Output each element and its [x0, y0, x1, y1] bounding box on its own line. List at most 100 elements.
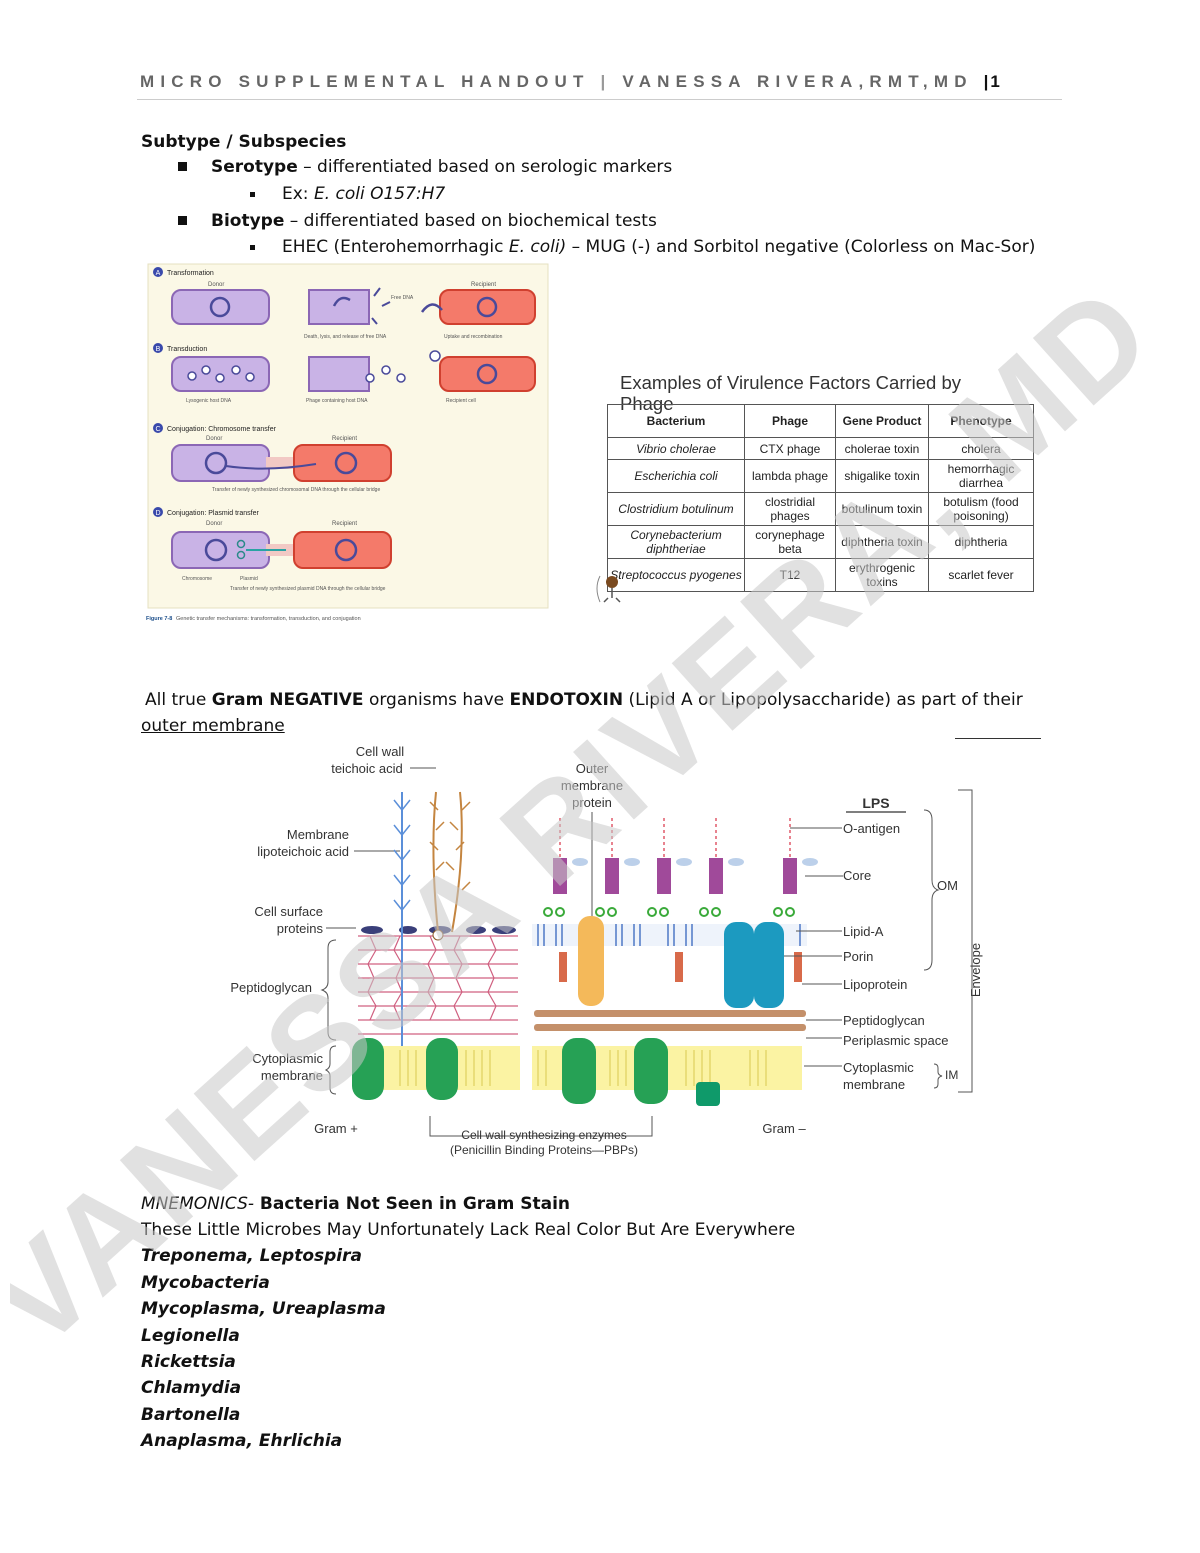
label-envelope: Envelope [968, 943, 983, 997]
header-author: VANESSA RIVERA,RMT,MD [622, 72, 973, 91]
label-gram-negative: Gram – [762, 1121, 806, 1136]
gn-lipid-tails [537, 1050, 767, 1086]
core-sugars [572, 858, 818, 866]
subtype-heading: Subtype / Subspecies [141, 132, 347, 152]
label-periplasmic: Periplasmic space [843, 1033, 949, 1048]
endo-a: All true [145, 690, 212, 710]
donor-chromosome-d [204, 538, 228, 562]
example-prefix: Ex: [282, 184, 314, 204]
endo-c: organisms have [363, 690, 510, 710]
label-cytoplasmic-gp: Cytoplasmic [252, 1051, 323, 1066]
lipid-a-heads [543, 907, 795, 917]
gram-negative-labels: O-antigen Core Lipid-A Porin Lipoprotein… [843, 821, 983, 1092]
phage-tail [603, 588, 621, 603]
list-item: Legionella [141, 1326, 240, 1346]
col-bacterium: Bacterium [607, 404, 745, 438]
recipient-cell-d [293, 531, 392, 569]
label-lipoprotein: Lipoprotein [843, 977, 907, 992]
label-free-dna: Free DNA [391, 295, 414, 301]
released-phages [365, 365, 406, 383]
lysed-cell-b [308, 356, 370, 392]
cell-phenotype: diphtheria [928, 525, 1034, 559]
label-bridge: Transfer of newly synthesized chromosoma… [212, 487, 380, 493]
cell-phenotype: scarlet fever [928, 558, 1034, 592]
chromosome-a [209, 296, 231, 318]
cell-bacterium: Vibrio cholerae [607, 437, 745, 460]
lysed-cell [308, 289, 370, 325]
serotype-def: – differentiated based on serologic mark… [297, 157, 673, 177]
label-lysogenic: Lysogenic host DNA [186, 398, 232, 404]
step-b-badge [153, 343, 163, 353]
bullet [178, 216, 187, 225]
step-b-letter: B [156, 346, 161, 353]
cell-phenotype: botulism (food poisoning) [928, 492, 1034, 526]
header-separator: | [600, 72, 612, 91]
label-membrane-gp: membrane [261, 1068, 323, 1083]
sub-bullet [250, 245, 255, 250]
label-proteins: proteins [277, 921, 324, 936]
col-phage: Phage [744, 404, 836, 438]
cellular-bridge-c [266, 457, 298, 469]
label-lipoteichoic: lipoteichoic acid [257, 844, 349, 859]
lipoteichoic-branches [393, 799, 411, 911]
cell-gene-product: botulinum toxin [835, 492, 929, 526]
caption-figure-number: Figure 7-8 [146, 616, 172, 622]
ehec-text-a: EHEC (Enterohemorrhagic [282, 237, 509, 257]
cell-phage: clostridial phages [744, 492, 836, 526]
endotoxin-outer-membrane: outer membrane [141, 716, 285, 736]
header-page-sep: | [983, 72, 991, 91]
donor-cell-c [171, 444, 270, 482]
plasmid-d2 [236, 550, 246, 560]
col-gene-product: Gene Product [835, 404, 929, 438]
step-c-badge [153, 423, 163, 433]
recipient-cell-a [439, 289, 536, 325]
table-row: Clostridium botulinum clostridial phages… [607, 492, 1034, 526]
cell-wall-figure: Cell wall teichoic acid Membrane lipotei… [230, 744, 983, 1157]
serotype-term: Serotype [211, 157, 298, 177]
bacteriophage-icon [596, 575, 621, 603]
gn-membrane-protein-1 [562, 1038, 596, 1104]
free-dna-fragment [332, 296, 351, 307]
label-protein: protein [572, 795, 612, 810]
table-row: Corynebacterium diphtheriae corynephage … [607, 525, 1034, 559]
porin-2 [754, 922, 784, 1008]
label-conj-plasmid: Conjugation: Plasmid transfer [167, 510, 259, 517]
label-peptidoglycan-gp: Peptidoglycan [230, 980, 312, 995]
cell-phenotype: cholera [928, 437, 1034, 460]
porin-1 [724, 922, 754, 1008]
biotype-line: Biotype – differentiated based on bioche… [211, 211, 657, 231]
gene-transfer-figure: A Transformation Donor Free DNA Death, l… [146, 263, 549, 622]
transferred-dna [225, 463, 317, 470]
endo-e: (Lipid A or Lipopolysaccharide) as part … [623, 690, 1023, 710]
gp-surface-proteins [361, 926, 516, 934]
gp-peptidoglycan-mesh [358, 935, 518, 1035]
gp-membrane-protein-1 [352, 1038, 384, 1100]
label-transducing: Phage containing host DNA [306, 398, 368, 404]
label-recipient-a: Recipient [471, 282, 496, 288]
label-im: IM [945, 1068, 958, 1082]
o-antigen-chains [559, 818, 791, 858]
mnemonic-heading: MNEMONICS- Bacteria Not Seen in Gram Sta… [141, 1194, 570, 1214]
table-row: Vibrio cholerae CTX phage cholerae toxin… [607, 437, 1034, 460]
col-phenotype: Phenotype [928, 404, 1034, 438]
biotype-def: – differentiated based on biochemical te… [284, 211, 657, 231]
list-item: Mycobacteria [141, 1273, 270, 1293]
donor-chromosome-c [204, 451, 228, 475]
cell-bacterium: Corynebacterium diphtheriae [607, 525, 745, 559]
list-item: Anaplasma, Ehrlichia [141, 1431, 343, 1451]
cell-bacterium: Clostridium botulinum [607, 492, 745, 526]
header-rule [137, 99, 1062, 100]
label-om: OM [937, 878, 958, 893]
label-core: Core [843, 868, 871, 883]
recipient-cell-c [293, 444, 392, 482]
label-cell-surface: Cell surface [254, 904, 323, 919]
cell-phage: T12 [744, 558, 836, 592]
step-d-badge [153, 507, 163, 517]
endo-endotoxin: ENDOTOXIN [509, 690, 624, 710]
label-porin: Porin [843, 949, 873, 964]
step-a-letter: A [156, 270, 161, 277]
label-lipid-a: Lipid-A [843, 924, 884, 939]
label-donor-c: Donor [206, 436, 222, 442]
label-pbps: (Penicillin Binding Proteins—PBPs) [450, 1143, 638, 1157]
bullet [178, 162, 187, 171]
